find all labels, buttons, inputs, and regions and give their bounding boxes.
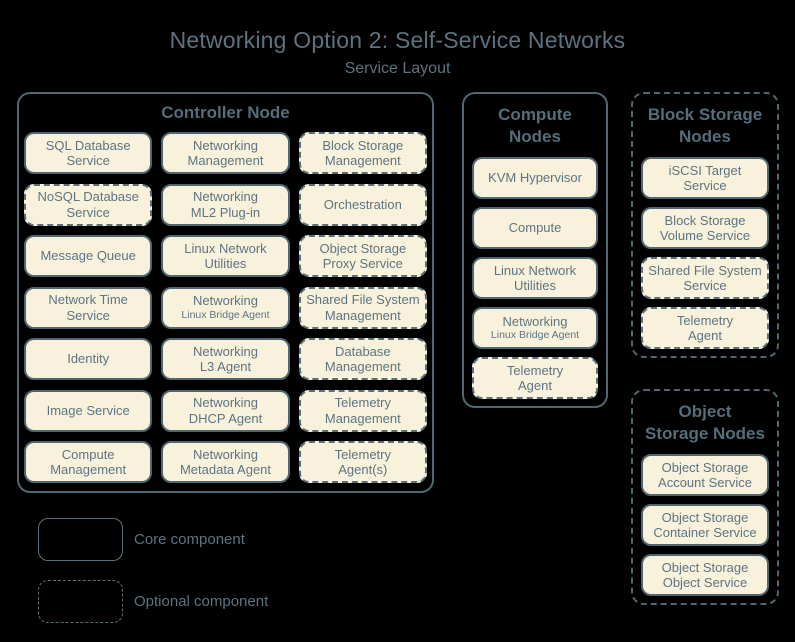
service-label: SQL Database Service xyxy=(45,137,131,169)
page-title: Networking Option 2: Self-Service Networ… xyxy=(169,27,626,53)
legend-label-core: Core component xyxy=(134,531,245,548)
service-box: Object Storage Container Service xyxy=(641,504,769,546)
legend-item-core: Core component xyxy=(38,518,245,561)
page-subtitle: Service Layout xyxy=(344,60,451,77)
service-label: Networking Metadata Agent xyxy=(179,446,272,478)
service-label: Shared File System Service xyxy=(648,262,762,294)
service-box: Networking Linux Bridge Agent xyxy=(472,307,598,349)
service-label: Message Queue xyxy=(40,248,136,264)
service-list: SQL Database Service Networking Manageme… xyxy=(19,132,432,491)
service-box: Compute Management xyxy=(24,441,153,483)
service-box: Block Storage Management xyxy=(298,132,427,174)
legend-label-optional: Optional component xyxy=(134,593,269,610)
optional-component-swatch xyxy=(38,580,123,623)
legend-item-optional: Optional component xyxy=(38,580,268,623)
group-title-object-storage: Object Storage Nodes xyxy=(645,402,765,443)
service-label: Networking xyxy=(502,313,568,329)
service-box: Compute xyxy=(472,207,598,249)
service-label: Compute xyxy=(508,220,562,236)
service-box: Orchestration xyxy=(298,183,427,226)
group-block-storage: Block Storage Nodes iSCSI Target Service… xyxy=(631,92,779,358)
service-label: Linux Network Utilities xyxy=(184,240,267,272)
service-label: Image Service xyxy=(46,402,130,418)
service-box: Networking Linux Bridge Agent xyxy=(161,286,290,329)
service-box: Message Queue xyxy=(24,235,153,277)
service-label: Block Storage Management xyxy=(322,137,404,169)
service-label: Object Storage Container Service xyxy=(653,509,757,541)
service-box: Telemetry Agent xyxy=(472,357,598,399)
group-compute: Compute Nodes KVM Hypervisor Compute Lin… xyxy=(462,92,608,408)
service-label: Networking DHCP Agent xyxy=(188,395,263,426)
service-box: Image Service xyxy=(24,389,153,432)
service-label: Telemetry Agent xyxy=(506,362,564,394)
service-box: iSCSI Target Service xyxy=(641,157,769,199)
service-box: Object Storage Account Service xyxy=(641,454,769,496)
service-box: Network Time Service xyxy=(24,286,153,329)
service-label: Object Storage Proxy Service xyxy=(319,240,407,272)
service-list: Object Storage Account Service Object St… xyxy=(633,454,777,604)
service-label: Identity xyxy=(67,351,110,367)
group-controller: Controller Node SQL Database Service Net… xyxy=(17,92,434,493)
service-box: Shared File System Management xyxy=(298,286,427,329)
service-label: Linux Network Utilities xyxy=(493,262,577,294)
service-sublabel: Linux Bridge Agent xyxy=(490,329,580,342)
service-box: KVM Hypervisor xyxy=(472,157,598,199)
service-box: Networking ML2 Plug-in xyxy=(161,183,290,226)
service-list: KVM Hypervisor Compute Linux Network Uti… xyxy=(464,157,606,407)
service-label: Object Storage Account Service xyxy=(658,459,752,491)
service-label: Database Management xyxy=(324,343,401,375)
service-box: Telemetry Agent(s) xyxy=(298,441,427,483)
service-box: SQL Database Service xyxy=(24,132,153,174)
service-box: Object Storage Object Service xyxy=(641,554,769,596)
service-box: Linux Network Utilities xyxy=(161,235,290,277)
service-list: iSCSI Target Service Block Storage Volum… xyxy=(633,157,777,357)
service-box: Shared File System Service xyxy=(641,257,769,299)
service-label: Block Storage Volume Service xyxy=(659,212,751,244)
service-box: Networking L3 Agent xyxy=(161,338,290,380)
group-title-block-storage: Block Storage Nodes xyxy=(647,105,763,146)
service-label: Networking L3 Agent xyxy=(192,343,258,375)
service-label: Networking xyxy=(192,293,258,309)
service-label: Compute Management xyxy=(50,446,127,478)
service-label: Networking Management xyxy=(187,137,264,169)
service-label: Telemetry Management xyxy=(324,395,401,426)
group-title-controller: Controller Node xyxy=(161,103,290,122)
service-label: Telemetry Agent xyxy=(676,312,734,344)
service-label: Shared File System Management xyxy=(306,292,420,323)
service-box: Networking DHCP Agent xyxy=(161,389,290,432)
service-box: Networking Management xyxy=(161,132,290,174)
service-sublabel: Linux Bridge Agent xyxy=(181,308,270,321)
service-box: Telemetry Management xyxy=(298,389,427,432)
service-label: Telemetry Agent(s) xyxy=(334,446,391,478)
service-label: Orchestration xyxy=(323,196,402,212)
service-label: iSCSI Target Service xyxy=(668,162,742,194)
service-label: Networking ML2 Plug-in xyxy=(190,189,261,220)
service-box: Database Management xyxy=(298,338,427,380)
service-box: Identity xyxy=(24,338,153,380)
core-component-swatch xyxy=(38,518,123,561)
service-box: Block Storage Volume Service xyxy=(641,207,769,249)
service-box: NoSQL Database Service xyxy=(24,183,153,226)
service-box: Object Storage Proxy Service xyxy=(298,235,427,277)
service-label: NoSQL Database Service xyxy=(37,189,139,220)
service-box: Telemetry Agent xyxy=(641,307,769,349)
service-label: Object Storage Object Service xyxy=(661,559,749,591)
group-object-storage: Object Storage Nodes Object Storage Acco… xyxy=(631,389,779,605)
group-title-compute: Compute Nodes xyxy=(498,105,572,146)
service-box: Networking Metadata Agent xyxy=(161,441,290,483)
service-box: Linux Network Utilities xyxy=(472,257,598,299)
service-label: Network Time Service xyxy=(48,292,128,323)
service-label: KVM Hypervisor xyxy=(488,170,582,186)
